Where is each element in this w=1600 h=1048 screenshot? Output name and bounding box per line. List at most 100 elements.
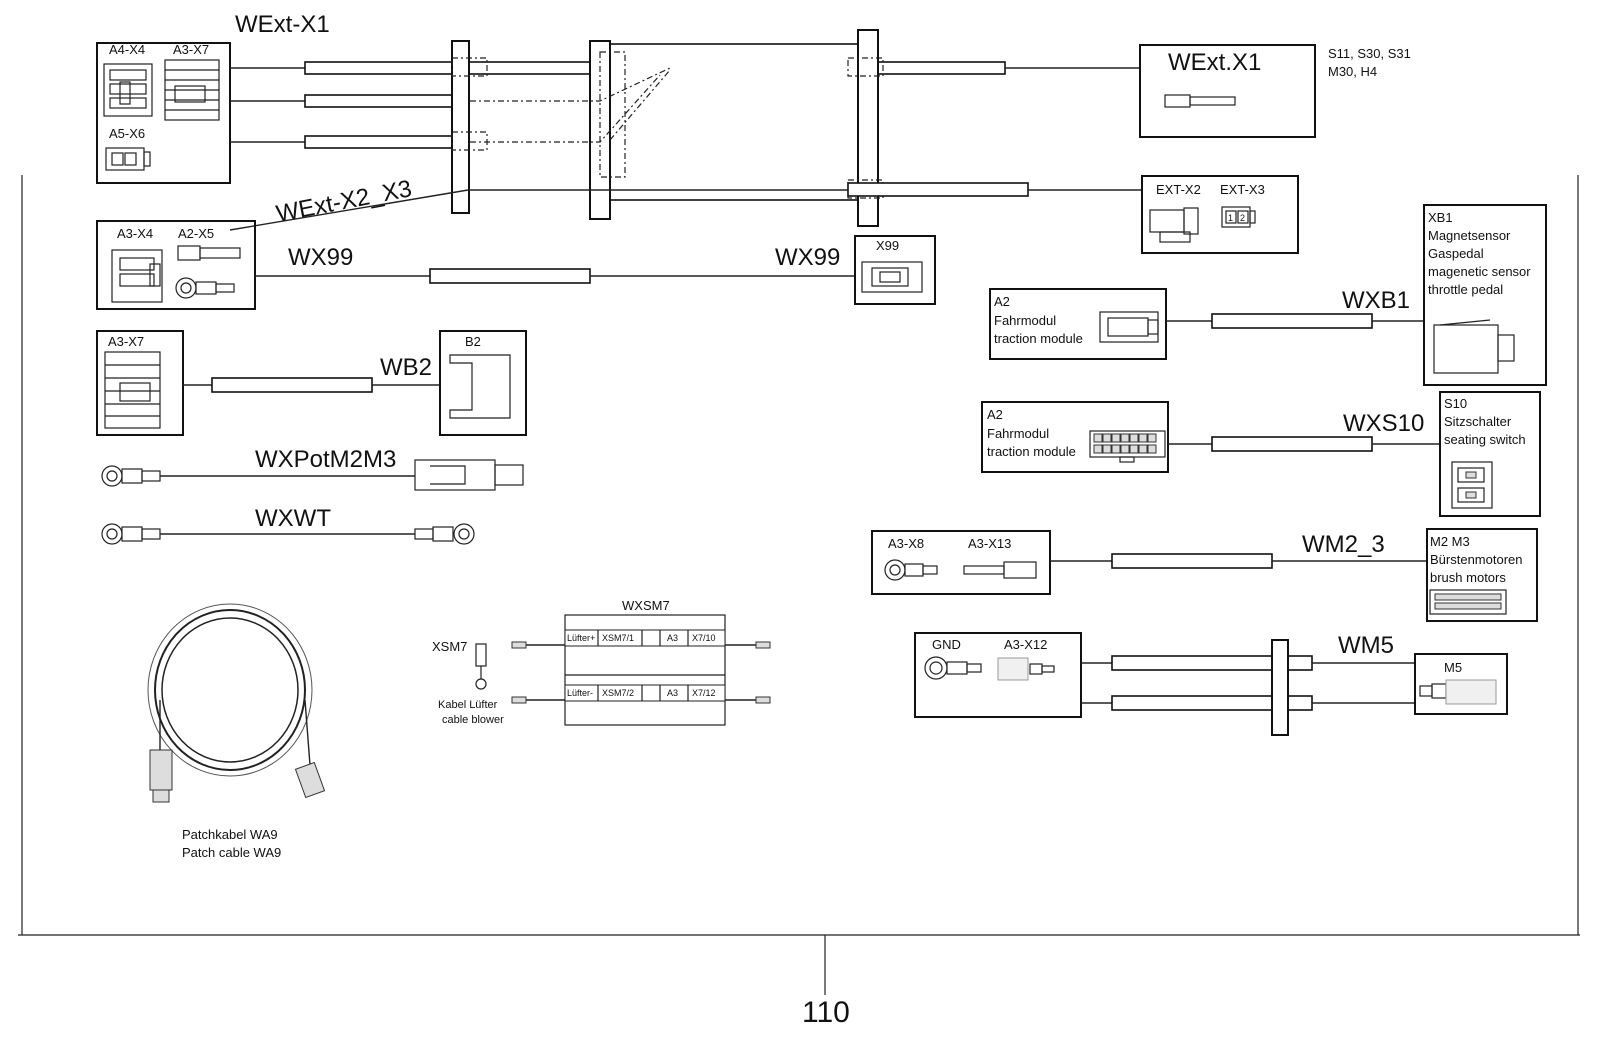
- a3-x8-terminal-icon: [884, 559, 938, 581]
- s10-fahrmodul-label: Fahrmodul: [987, 426, 1049, 441]
- x7-10-label: X7/10: [692, 633, 716, 643]
- s10-traction-label: traction module: [987, 444, 1076, 459]
- patch-de-label: Patchkabel WA9: [182, 827, 278, 842]
- a4-x4-connector-icon: [103, 63, 153, 117]
- a3-x7-top-connector-icon: [164, 59, 220, 121]
- xb1-fahrmodul-label: Fahrmodul: [994, 313, 1056, 328]
- wxpot-label: WXPotM2M3: [255, 446, 396, 473]
- xb1-traction-label: traction module: [994, 331, 1083, 346]
- xsm7-2-label: XSM7/2: [602, 688, 634, 698]
- x99-label: X99: [876, 238, 899, 253]
- xb1-l2: Gaspedal: [1428, 246, 1484, 261]
- wext-x1-note2: M30, H4: [1328, 64, 1377, 79]
- a3-a-label: A3: [667, 633, 678, 643]
- xb1-l1: Magnetsensor: [1428, 228, 1511, 243]
- s10-l1: Sitzschalter: [1444, 414, 1512, 429]
- luefter-plus-label: Lüfter+: [567, 633, 595, 643]
- patch-cable: Patchkabel WA9 Patch cable WA9: [147, 603, 326, 860]
- b2-box: [439, 330, 527, 436]
- wm2-3-label: WM2_3: [1302, 531, 1385, 558]
- xsm7-group: XSM7 Kabel Lüfter cable blower WXSM7 Lüf…: [432, 598, 771, 726]
- s10-label: S10: [1444, 396, 1467, 411]
- a3-x12-label: A3-X12: [1004, 637, 1047, 652]
- a3-x7-top-label: A3-X7: [173, 42, 209, 57]
- wx99-left-label: WX99: [288, 244, 353, 271]
- wb2-harness: A3-X7 WB2 B2: [96, 330, 527, 436]
- wext-x1-label: WExt-X1: [235, 11, 330, 38]
- ext-x3-connector-icon: 1 2: [1221, 206, 1256, 228]
- a5-x6-connector-icon: [105, 147, 151, 171]
- x99-connector-icon: [861, 261, 923, 293]
- xb1-sensor-icon: [1433, 319, 1515, 374]
- clamp-3: [857, 29, 879, 227]
- wxpot-plug-icon: [414, 459, 524, 491]
- m2m3-connector-icon: [1429, 589, 1507, 615]
- xb1-label: XB1: [1428, 210, 1453, 225]
- wxb1-label: WXB1: [1342, 287, 1410, 314]
- xb1-l4: throttle pedal: [1428, 282, 1503, 297]
- a3-b-label: A3: [667, 688, 678, 698]
- gnd-a3-x12-box: [914, 632, 1082, 718]
- a4-x4-label: A4-X4: [109, 42, 145, 57]
- ext-x3-label: EXT-X3: [1220, 182, 1265, 197]
- s10-a2-connector-icon: [1089, 430, 1166, 463]
- wxpot-harness: WXPotM2M3: [101, 446, 524, 491]
- b2-sensor-icon: [449, 354, 511, 419]
- luefter-minus-label: Lüfter-: [567, 688, 593, 698]
- a3-x4-connector-icon: [111, 249, 163, 303]
- m5-label: M5: [1444, 660, 1462, 675]
- wxs10-harness: A2 Fahrmodul traction module WXS10 S10: [981, 391, 1541, 517]
- m2m3-box: [1426, 528, 1538, 622]
- wxsm7-box: [564, 614, 726, 726]
- patch-plug-left-icon: [149, 749, 173, 791]
- s10-switch-icon: [1451, 461, 1493, 509]
- m5-box: [1414, 653, 1508, 715]
- ext-x2-x3-box: [1141, 175, 1299, 254]
- page-number: 110: [802, 996, 850, 1029]
- a3-x7-wb2-box: [96, 330, 184, 436]
- wext-x1-dest-box: [1139, 44, 1316, 138]
- patch-plug-right-icon: [294, 761, 326, 799]
- xb1-a2-label: A2: [994, 294, 1010, 309]
- a2-x5-terminal-icon: [175, 245, 241, 299]
- gnd-terminal-icon: [924, 656, 982, 680]
- xb1-a2-connector-icon: [1099, 311, 1159, 343]
- a2-x5-label: A2-X5: [178, 226, 214, 241]
- wxwt-label: WXWT: [255, 505, 331, 532]
- ext-x3-pin2: 2: [1240, 213, 1245, 223]
- xb1-a2-box: [989, 288, 1167, 360]
- a3-x8-label: A3-X8: [888, 536, 924, 551]
- xsm7-label: XSM7: [432, 639, 467, 654]
- main-trunk: [599, 43, 871, 201]
- xsm7-1-label: XSM7/1: [602, 633, 634, 643]
- x99-box: [854, 235, 936, 305]
- m2m3-l1: Bürstenmotoren: [1430, 552, 1523, 567]
- wxb1-harness: A2 Fahrmodul traction module WXB1 XB1 Ma…: [989, 204, 1547, 386]
- a3-x8-x13-box: [871, 530, 1051, 595]
- m2m3-label: M2 M3: [1430, 534, 1470, 549]
- wm5-clamp: [1271, 639, 1289, 736]
- wx99-harness: A3-X4 A2-X5 WX99 WX99 X99: [96, 220, 936, 310]
- kabel-en-label: cable blower: [442, 714, 504, 726]
- b2-label: B2: [465, 334, 481, 349]
- wext-x1-dest-label: WExt.X1: [1168, 49, 1261, 76]
- wm2-3-harness: A3-X8 A3-X13 WM2_3 M2 M3 Bürstenmotoren …: [871, 528, 1538, 622]
- m2m3-l2: brush motors: [1430, 570, 1506, 585]
- wxs10-label: WXS10: [1343, 410, 1424, 437]
- a3-x13-label: A3-X13: [968, 536, 1011, 551]
- a5-x6-label: A5-X6: [109, 126, 145, 141]
- s10-box: [1439, 391, 1541, 517]
- a3-x13-terminal-icon: [963, 561, 1037, 579]
- wext-x2-x3-label: WExt-X2_X3: [274, 175, 414, 228]
- patch-en-label: Patch cable WA9: [182, 845, 281, 860]
- wext-x1-harness: WExt-X1 A4-X4 A3-X7 A5-X6: [96, 11, 1411, 227]
- wext-x1-dest-terminal-icon: [1164, 94, 1191, 108]
- wext-x1-connector-box: [96, 42, 231, 184]
- xb1-box: [1423, 204, 1547, 386]
- wext-x1-note1: S11, S30, S31: [1328, 46, 1411, 61]
- xb1-l3: magenetic sensor: [1428, 264, 1531, 279]
- xsm7-connector-icon: [475, 643, 487, 667]
- m5-terminal-icon: [1419, 679, 1497, 705]
